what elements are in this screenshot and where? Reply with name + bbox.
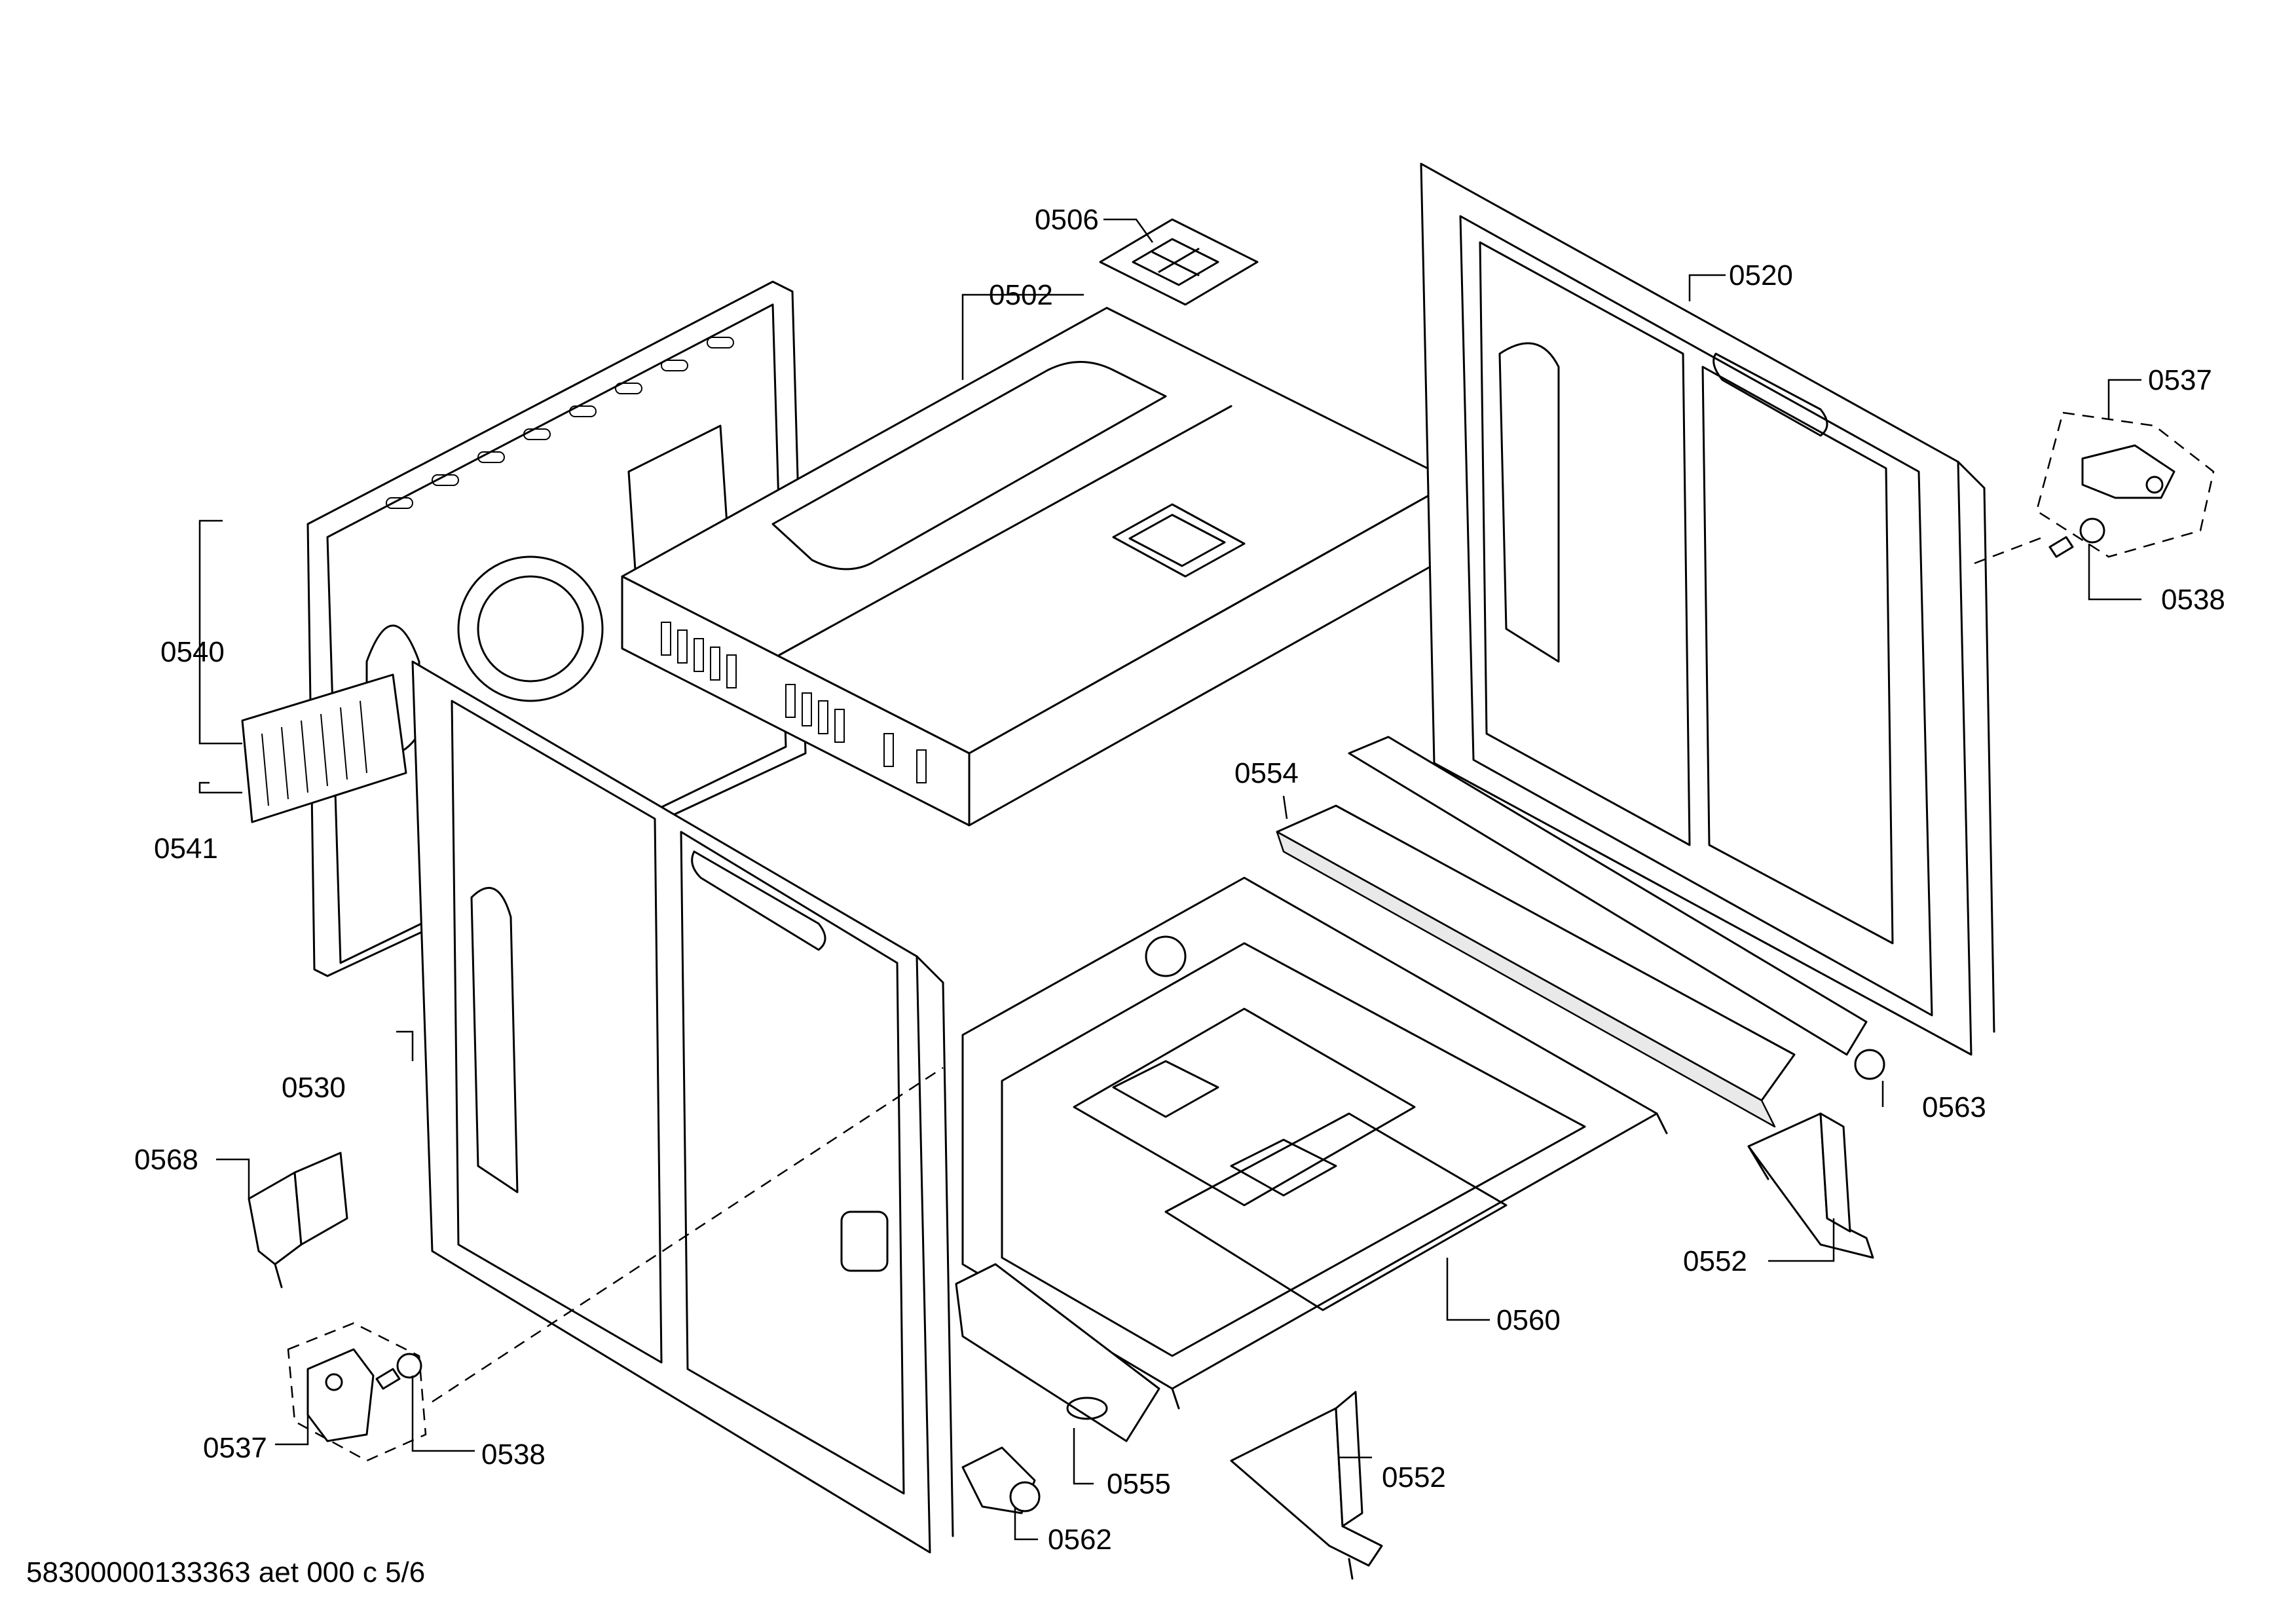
part-0555-lower-rail [955,1263,1160,1442]
label-0568: 0568 [134,1144,198,1176]
part-0541-vent-grille [241,673,407,823]
drawing-reference-footer: 58300000133363 aet 000 c 5/6 [26,1556,425,1588]
label-0538-bottom: 0538 [481,1438,546,1471]
label-0520: 0520 [1729,259,1793,291]
label-0554: 0554 [1234,757,1299,789]
part-0560-bottom-plate [961,876,1668,1410]
label-0560: 0560 [1496,1304,1561,1336]
label-0562: 0562 [1048,1524,1112,1556]
label-0541: 0541 [154,833,218,865]
label-0537-top: 0537 [2148,364,2212,396]
part-0554-side-rail [1276,736,1885,1128]
label-0540: 0540 [160,636,225,668]
part-labels: 0506 0502 0520 0537 0538 0540 0541 0554 … [134,204,2225,1556]
part-0506-bracket [1099,218,1259,306]
label-0506: 0506 [1035,204,1099,236]
label-0502: 0502 [989,279,1053,311]
label-0530: 0530 [282,1072,346,1104]
part-0552-bracket-bottom [1230,1391,1383,1580]
part-0568-clip-bracket [248,1152,348,1288]
label-0552-bottom: 0552 [1382,1461,1446,1493]
label-0537-bottom: 0537 [203,1432,267,1464]
vent-slots-0540 [386,337,734,509]
label-0555: 0555 [1107,1468,1171,1500]
part-0537-hinge-top [1974,411,2215,565]
vent-slots-0502 [661,622,927,783]
label-0563: 0563 [1922,1091,1986,1123]
leader-lines [198,218,2141,1541]
part-0530-front-panel [411,660,954,1554]
label-0538-top: 0538 [2161,584,2225,616]
label-0552-right: 0552 [1683,1245,1747,1277]
part-0552-bracket-right [1747,1112,1874,1259]
part-0520-right-side-panel [1420,162,1995,1056]
part-0537-hinge-bottom [287,1322,427,1462]
part-0562-roller [961,1446,1041,1514]
